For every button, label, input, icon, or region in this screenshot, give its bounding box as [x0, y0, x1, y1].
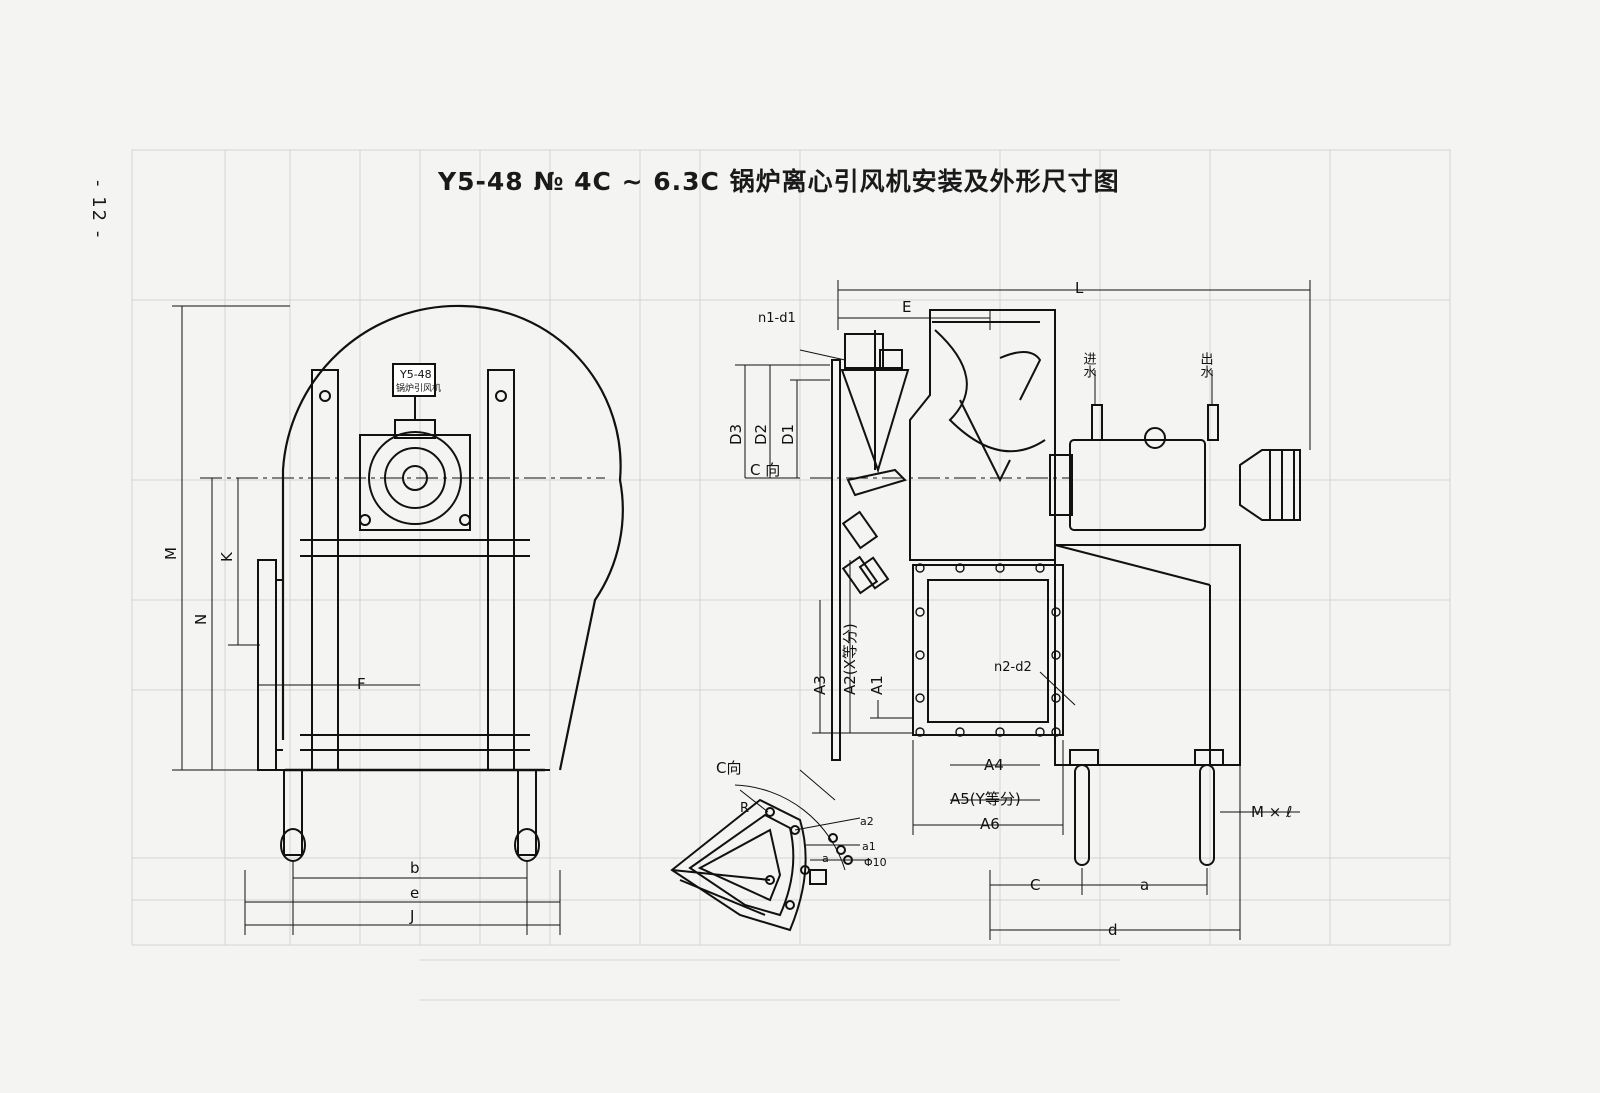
outlet-flange-frame [912, 564, 1064, 736]
inlet-plate [831, 359, 841, 761]
dim-label-N: N [192, 614, 210, 625]
detail-cone-outer [670, 798, 807, 932]
detail-view [670, 798, 853, 932]
nameplate-model: Y5-48 [399, 368, 432, 381]
anchor-bolt-right [1199, 764, 1215, 866]
lower-frame [1054, 544, 1241, 766]
drawing-title: Y5-48 № 4C ~ 6.3C 锅炉离心引风机安装及外形尺寸图 [438, 167, 1120, 196]
dim-label-J: J [409, 907, 414, 925]
dim-label-A3: A3 [811, 675, 829, 695]
dim-label-A5: A5(Y等分) [950, 790, 1021, 808]
dim-label-E: E [902, 298, 911, 316]
dim-label-F: F [357, 675, 366, 693]
detail-view-dimensions [734, 769, 870, 871]
right-post [487, 369, 515, 771]
label-water-out: 出水 [1198, 352, 1214, 378]
pulley [1239, 449, 1301, 521]
label-n1-d1: n1-d1 [758, 311, 796, 326]
water-out-pipe [1207, 404, 1219, 441]
dim-label-A6: A6 [980, 815, 1000, 833]
outlet-flange [257, 559, 277, 771]
nameplate [392, 363, 436, 397]
inlet-box [909, 309, 1056, 561]
front-view-dimensions [172, 305, 561, 935]
detail-label-phi10: Φ10 [864, 856, 887, 869]
side-view [810, 309, 1301, 866]
detail-label-a2: a2 [860, 815, 874, 828]
dim-label-D1: D1 [779, 424, 797, 445]
damper-actuator [844, 333, 884, 369]
volute-casing [281, 304, 624, 771]
water-in-pipe [1091, 404, 1103, 441]
dim-label-d: d [1108, 921, 1118, 939]
dim-label-b: b [410, 859, 420, 877]
dim-label-a: a [1140, 876, 1149, 894]
dim-label-M: M [162, 547, 180, 560]
dim-label-K: K [218, 551, 236, 562]
dim-label-D3: D3 [727, 424, 745, 445]
label-M-l: M × ℓ [1251, 803, 1292, 821]
label-n2-d2: n2-d2 [994, 660, 1032, 675]
dim-label-A1: A1 [868, 675, 886, 695]
flange-holes [915, 563, 1061, 737]
left-post [311, 369, 339, 771]
bearing-housing-side [1069, 439, 1206, 531]
bearing-housing [359, 434, 471, 531]
dim-label-e: e [410, 884, 419, 902]
front-view [200, 304, 624, 862]
bleed-through-table [131, 149, 1451, 1001]
dim-label-L: L [1075, 279, 1084, 297]
detail-label-a1: a1 [862, 840, 876, 853]
anchor-bolt-left [1074, 764, 1090, 866]
side-view-dimensions [735, 280, 1311, 940]
label-c-direction: C 向 [750, 461, 780, 479]
page-number: - 12 - [88, 180, 109, 240]
label-water-in: 进水 [1081, 352, 1097, 378]
detail-label-a: a [822, 852, 829, 865]
dim-label-C: C [1030, 876, 1040, 894]
dim-label-A4: A4 [984, 756, 1004, 774]
nameplate-name: 锅炉引风机 [396, 382, 441, 394]
dim-label-D2: D2 [752, 424, 770, 445]
detail-label-R: R [740, 801, 749, 816]
dim-label-A2: A2(X等分) [841, 623, 859, 695]
detail-label-c-direction: C向 [716, 759, 741, 777]
